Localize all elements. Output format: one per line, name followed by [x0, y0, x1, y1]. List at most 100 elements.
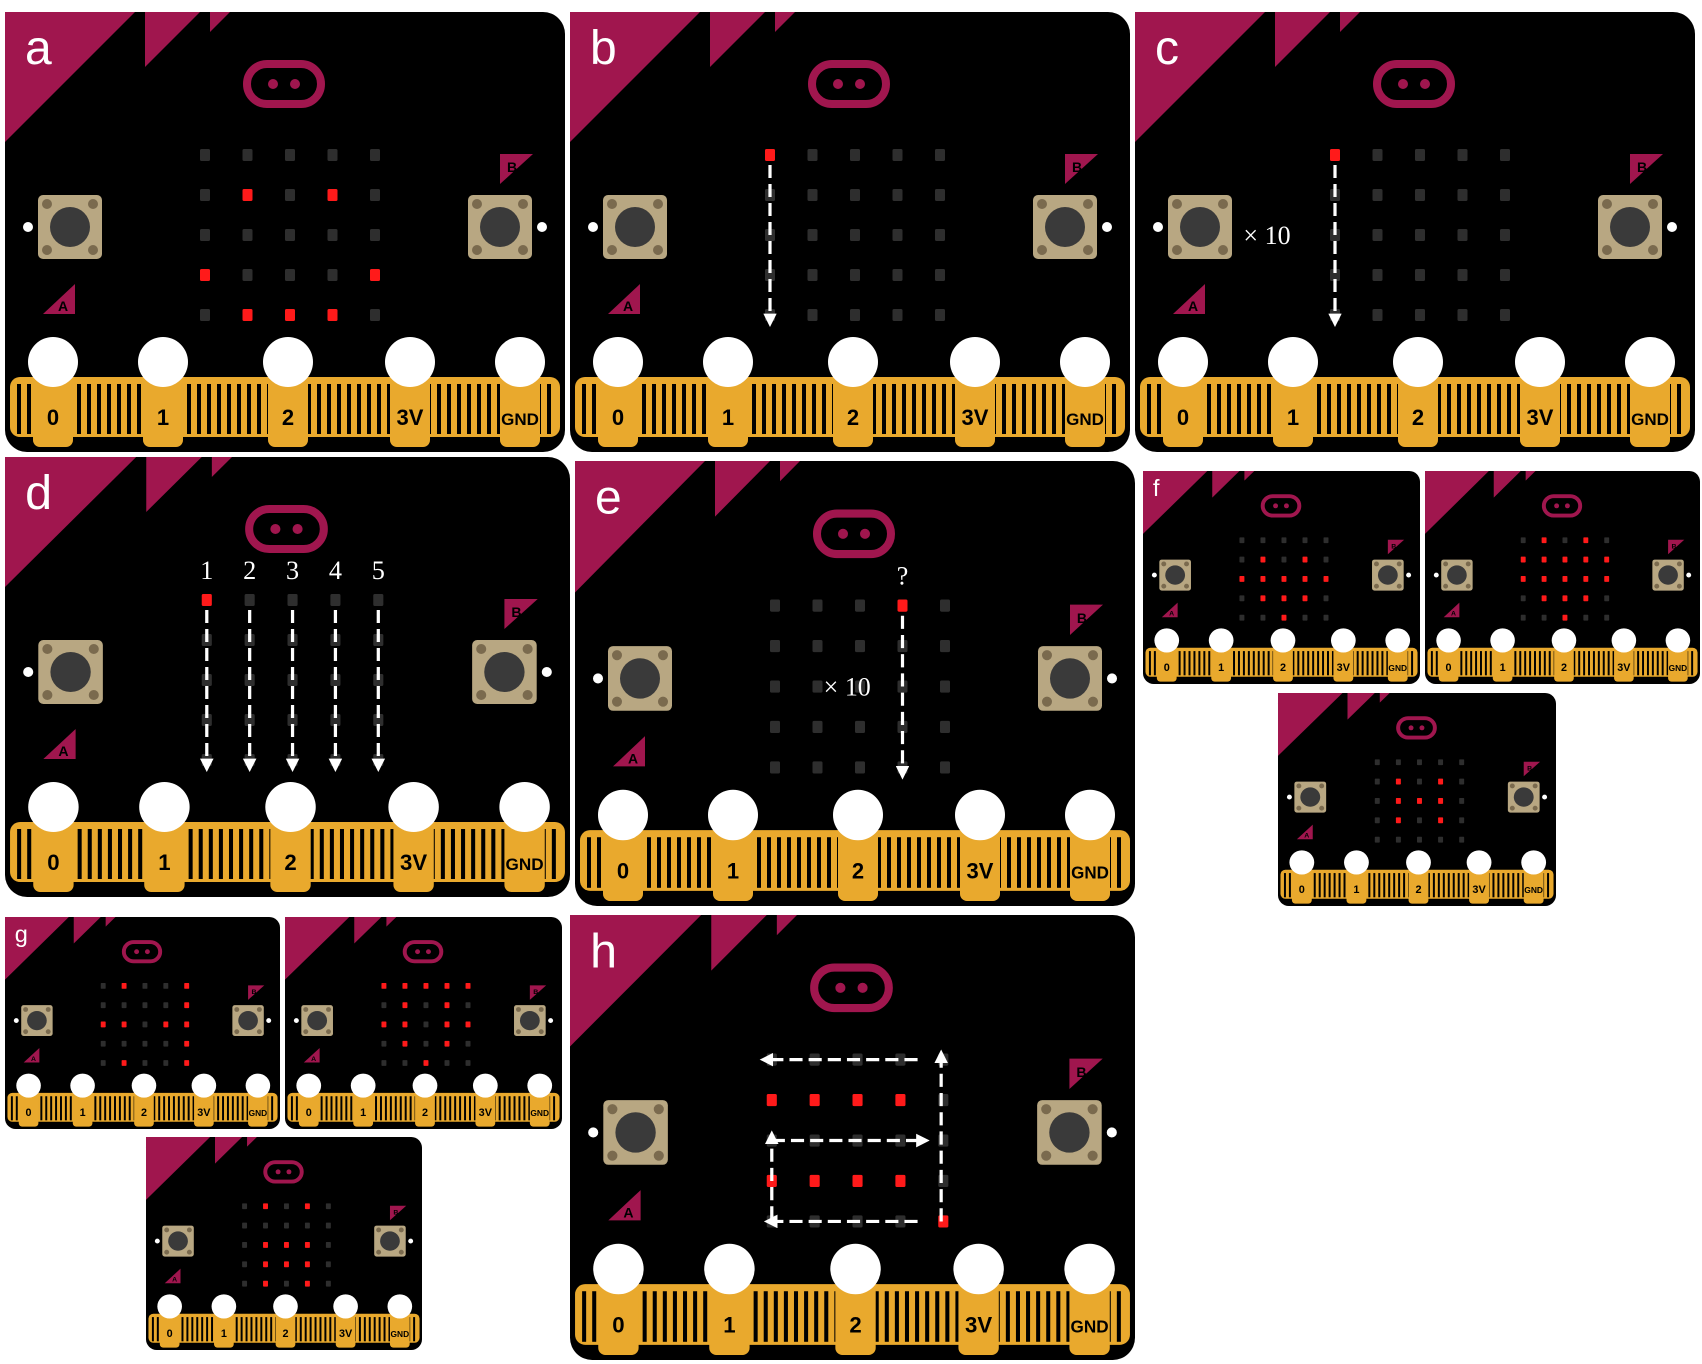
led-off: [1239, 595, 1245, 602]
side-pad: [1151, 572, 1157, 578]
led-off: [330, 714, 341, 726]
button-screw: [538, 1029, 544, 1035]
button-b: [1033, 195, 1112, 259]
side-pad: [548, 1018, 554, 1023]
led-on: [1562, 576, 1568, 582]
connector-slot: [1257, 384, 1261, 434]
button-screw: [1218, 245, 1228, 255]
connector-slot: [1233, 651, 1236, 676]
led-off: [244, 594, 255, 606]
connector-slot: [1237, 651, 1240, 676]
connector-slot: [347, 384, 351, 434]
connector-slot: [350, 829, 355, 879]
connector-slot: [1452, 873, 1455, 898]
connector-slot: [1497, 384, 1501, 434]
connector-slot: [932, 384, 936, 434]
button-a-flag: [608, 1190, 641, 1221]
led-off: [1395, 759, 1401, 766]
panel-letter: a: [25, 22, 52, 75]
led-off: [1438, 759, 1444, 766]
pin-label: 1: [1500, 662, 1506, 674]
led-off: [465, 1040, 471, 1047]
button-screw: [1676, 583, 1682, 589]
led-on: [284, 1242, 289, 1248]
led-off: [1372, 189, 1383, 201]
led-off: [1583, 614, 1589, 621]
connector-slot: [399, 1096, 402, 1121]
button-screw: [234, 1029, 240, 1035]
led-on: [895, 1094, 906, 1107]
button-a: [23, 640, 103, 704]
connector-slot: [1612, 651, 1615, 676]
button-b-label: B: [1077, 610, 1087, 626]
led-off: [812, 640, 823, 653]
button-b-label: B: [1076, 1064, 1086, 1080]
button-screw: [472, 245, 482, 255]
connector-slot: [797, 837, 801, 888]
button-screw: [303, 1007, 309, 1012]
connector-slot: [652, 384, 656, 434]
led-on: [1395, 817, 1401, 824]
led-on: [284, 1261, 289, 1268]
led-on: [1604, 556, 1610, 563]
led-off: [855, 720, 865, 734]
connector-slot: [188, 829, 193, 879]
led-on: [200, 269, 210, 281]
connector-slot: [1062, 384, 1066, 434]
led-off: [287, 594, 298, 606]
led-off: [1604, 614, 1610, 621]
connector-slot: [1037, 837, 1041, 888]
button-screw: [476, 690, 487, 700]
button-a-label: A: [1188, 298, 1198, 314]
logo-dot: [1283, 503, 1289, 509]
led-on: [1260, 595, 1266, 602]
corner-accent: [1278, 693, 1343, 756]
connector-slot: [15, 1096, 18, 1121]
connector-slot: [682, 384, 686, 434]
connector-slot: [1457, 873, 1460, 898]
connector-slot: [1573, 651, 1576, 676]
connector-slot: [955, 1291, 960, 1342]
button-b-flag: [1069, 1058, 1103, 1089]
connector-slot: [127, 384, 131, 434]
led-off: [163, 1002, 169, 1009]
connector-slot: [917, 837, 921, 888]
led-off: [327, 149, 338, 161]
connector-slot: [50, 1096, 53, 1121]
connector-slot: [912, 384, 916, 434]
connector-slot: [77, 829, 82, 879]
connector-slot: [1312, 651, 1315, 676]
connector-slot: [319, 829, 324, 879]
led-off: [284, 1222, 289, 1229]
logo-dot: [1408, 725, 1414, 731]
corner-accent: [73, 917, 101, 944]
led-on: [444, 983, 450, 989]
led-off: [1457, 149, 1468, 161]
connector-slot: [1517, 873, 1520, 898]
pin-label: 1: [360, 1107, 366, 1119]
led-off: [850, 149, 860, 161]
connector-slot: [1377, 384, 1381, 434]
button-screw: [1319, 783, 1325, 789]
button-screw: [398, 1227, 404, 1233]
button-b: [1598, 195, 1677, 259]
connector-slot: [1548, 651, 1551, 676]
annotation-text: 4: [329, 556, 342, 585]
button-screw: [376, 1227, 382, 1233]
led-off: [285, 149, 295, 161]
connector-slot: [597, 837, 601, 888]
side-pad: [1153, 222, 1163, 232]
button-screw: [1532, 805, 1538, 811]
connector-slot: [97, 829, 102, 879]
led-off: [423, 1040, 429, 1047]
connector-slot: [508, 1096, 511, 1121]
button-cap: [307, 1010, 328, 1031]
pin-label: 3V: [967, 859, 994, 884]
connector-slot: [1313, 873, 1316, 898]
connector-slot: [1538, 651, 1541, 676]
connector-slot: [363, 1317, 366, 1342]
led-off: [1459, 778, 1465, 785]
pin-label: GND: [1631, 410, 1669, 429]
led-off: [242, 1242, 248, 1248]
